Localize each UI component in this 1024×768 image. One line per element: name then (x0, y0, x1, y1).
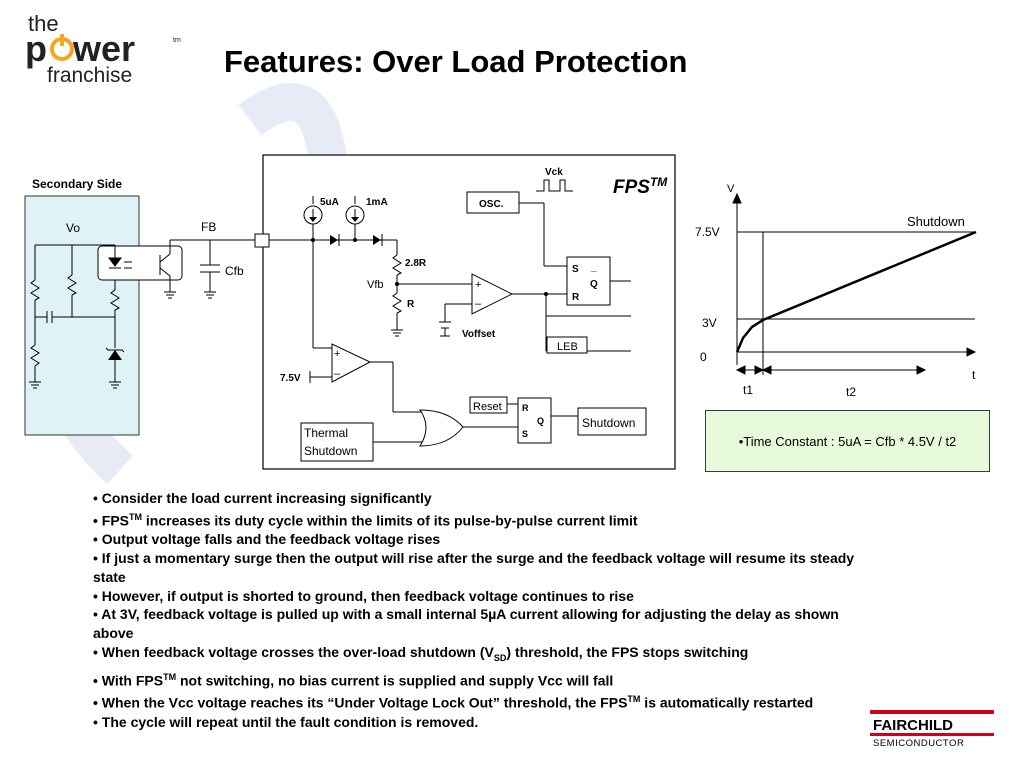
fps-label: FPSTM (613, 175, 668, 198)
thermal-shutdown-block (300, 422, 374, 462)
voffset-label: Voffset (462, 329, 496, 340)
fb-pin (254, 233, 270, 248)
graph-75v: 7.5V (695, 225, 720, 239)
comparator-sd-plus: + (334, 348, 340, 360)
latch1-r: R (572, 292, 580, 303)
graph-shutdown: Shutdown (907, 214, 965, 229)
oscillator-block (466, 191, 520, 214)
comparator-pwm-plus: + (475, 279, 481, 291)
opto-coupler (97, 245, 183, 281)
leb-label: LEB (557, 341, 578, 353)
bullet-6: • At 3V, feedback voltage is pulled up w… (93, 606, 839, 642)
bullet-list: • Consider the load current increasing s… (93, 489, 883, 731)
latch1-qbar: Q (590, 279, 598, 290)
comparator-pwm-minus: – (475, 298, 482, 310)
thermal-label-1: Thermal (304, 426, 348, 440)
graph-t1: t1 (743, 383, 753, 397)
comparator-sd-minus: – (334, 368, 341, 380)
bullet-5: • However, if output is shorted to groun… (93, 587, 634, 604)
current-5ua-label: 5uA (320, 197, 339, 208)
time-constant-box: •Time Constant : 5uA = Cfb * 4.5V / t2 (705, 410, 990, 472)
logo-tm: tm (173, 37, 181, 44)
bullet-8: • With FPSTM not switching, no bias curr… (93, 671, 614, 689)
graph-zero: 0 (700, 350, 707, 364)
secondary-side-box (24, 195, 140, 436)
fairchild-name: FAIRCHILD (873, 717, 953, 734)
diode-2 (373, 235, 381, 245)
bullet-10: • The cycle will repeat until the fault … (93, 713, 479, 730)
bullet-9: • When the Vcc voltage reaches its “Unde… (93, 694, 814, 711)
bullet-3: • Output voltage falls and the feedback … (93, 531, 441, 548)
comparator-pwm (471, 273, 514, 315)
latch1-s: S (572, 264, 579, 275)
vo-label: Vo (66, 221, 80, 235)
fb-label: FB (201, 220, 216, 234)
sr-latch-pwm (566, 256, 611, 306)
latch2-r: R (522, 403, 529, 413)
vfb-label: Vfb (367, 279, 384, 291)
page-title: Features: Over Load Protection (224, 44, 688, 79)
graph-t2: t2 (846, 385, 856, 399)
resistor-28r-label: 2.8R (405, 258, 427, 269)
graph-3v: 3V (702, 316, 717, 330)
reset-label: Reset (473, 401, 502, 413)
graph-t-axis: t (972, 368, 976, 382)
osc-label: OSC. (479, 199, 504, 210)
bullet-7: • When feedback voltage crosses the over… (93, 644, 749, 663)
latch2-q: Q (537, 416, 544, 426)
fairchild-logo: FAIRCHILD SEMICONDUCTOR (870, 710, 994, 749)
vck-label: Vck (545, 167, 563, 178)
clock-waveform (536, 179, 573, 192)
v75-ref-label: 7.5V (280, 373, 301, 384)
current-1ma-label: 1mA (366, 197, 388, 208)
sr-latch-shutdown (517, 397, 552, 444)
zener-diode-symbol (105, 347, 125, 360)
secondary-side-label: Secondary Side (32, 177, 122, 191)
comparator-shutdown (331, 343, 372, 383)
graph-v-axis: V (727, 183, 735, 195)
logo-line3: franchise (47, 64, 132, 87)
bullet-1: • Consider the load current increasing s… (93, 490, 432, 506)
shutdown-block (577, 407, 647, 436)
opto-internals (108, 239, 255, 299)
or-gate (419, 409, 464, 447)
logo-line1: the (28, 12, 59, 36)
leb-block (546, 336, 588, 354)
shutdown-block-label: Shutdown (582, 416, 635, 430)
resistor-r-label: R (407, 299, 415, 310)
cfb-label: Cfb (225, 264, 244, 278)
latch1-qbar-bar: _ (590, 262, 597, 273)
time-constant-text: •Time Constant : 5uA = Cfb * 4.5V / t2 (738, 433, 957, 449)
fairchild-sub: SEMICONDUCTOR (873, 738, 964, 749)
bullet-2: • FPSTM increases its duty cycle within … (93, 511, 638, 529)
diode-1 (330, 235, 338, 245)
latch2-s: S (522, 429, 528, 439)
thermal-label-2: Shutdown (304, 444, 357, 458)
bullet-4: • If just a momentary surge then the out… (93, 550, 855, 585)
reset-block (469, 396, 508, 414)
overload-graph (732, 192, 977, 375)
